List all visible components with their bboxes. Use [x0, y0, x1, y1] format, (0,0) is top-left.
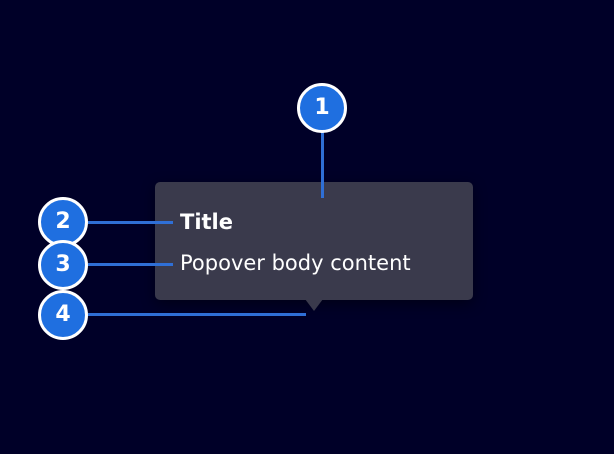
popover-arrow [305, 299, 323, 311]
callout-3-connector [88, 263, 173, 266]
callout-4-connector [88, 313, 306, 316]
callout-1-connector [321, 130, 324, 198]
callout-badge-2: 2 [38, 197, 88, 247]
callout-badge-1: 1 [297, 83, 347, 133]
popover-container [155, 182, 473, 300]
callout-badge-4: 4 [38, 290, 88, 340]
popover-body: Popover body content [180, 251, 411, 275]
popover-title: Title [180, 210, 234, 234]
callout-2-connector [88, 221, 173, 224]
callout-badge-3: 3 [38, 240, 88, 290]
